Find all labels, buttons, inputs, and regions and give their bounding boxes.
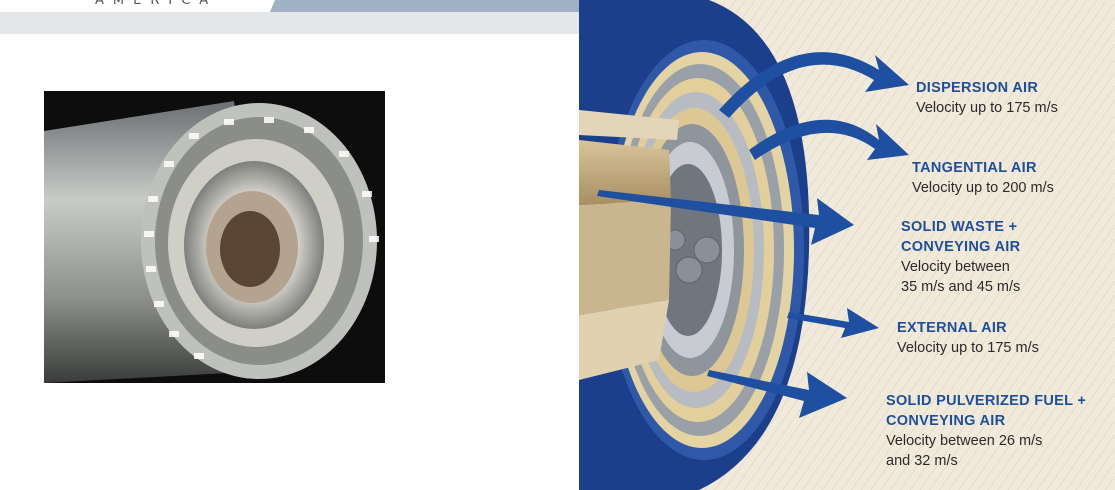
header-accent-bar — [270, 0, 579, 12]
burner-cutaway-diagram: DISPERSION AIR Velocity up to 175 m/s TA… — [579, 0, 1115, 490]
header-bar — [0, 12, 579, 34]
burner-cutaway-drawing — [579, 0, 1115, 490]
label-desc: Velocity up to 175 m/s — [916, 100, 1058, 116]
label-title-2: CONVEYING AIR — [901, 239, 1021, 255]
label-tangential-air: TANGENTIAL AIR Velocity up to 200 m/s — [912, 158, 1054, 198]
label-solid-pulverized-fuel: SOLID PULVERIZED FUEL + CONVEYING AIR Ve… — [886, 391, 1086, 471]
label-desc: Velocity between 26 m/s — [886, 433, 1043, 449]
label-title: SOLID WASTE + — [901, 219, 1018, 235]
label-title: SOLID PULVERIZED FUEL + — [886, 393, 1087, 409]
label-desc: Velocity up to 200 m/s — [912, 180, 1054, 196]
label-desc: Velocity between — [901, 259, 1010, 275]
label-desc: Velocity up to 175 m/s — [897, 340, 1039, 356]
burner-photo — [44, 91, 385, 383]
label-title-2: CONVEYING AIR — [886, 413, 1006, 429]
label-external-air: EXTERNAL AIR Velocity up to 175 m/s — [897, 318, 1039, 358]
label-dispersion-air: DISPERSION AIR Velocity up to 175 m/s — [916, 78, 1058, 118]
label-title: DISPERSION AIR — [916, 80, 1039, 96]
label-title: TANGENTIAL AIR — [912, 160, 1037, 176]
label-desc-2: and 32 m/s — [886, 453, 958, 469]
label-title: EXTERNAL AIR — [897, 320, 1007, 336]
brand-text: AMERICA — [95, 0, 218, 8]
label-desc-2: 35 m/s and 45 m/s — [901, 279, 1021, 295]
label-solid-waste: SOLID WASTE + CONVEYING AIR Velocity bet… — [901, 217, 1020, 297]
